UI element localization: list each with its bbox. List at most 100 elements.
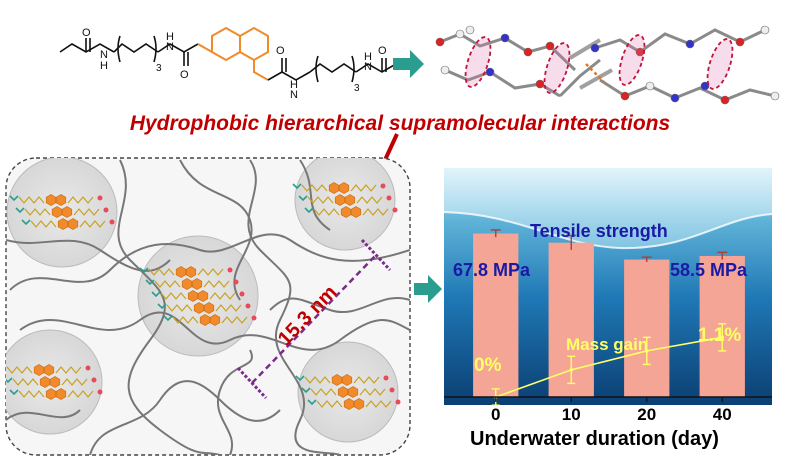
arrow-to-chart-icon <box>414 275 442 303</box>
urethane-endgroup <box>251 315 257 321</box>
crystal-atoms <box>435 25 780 105</box>
left-urethane-chain <box>157 43 199 53</box>
mass-gain-series <box>491 323 727 406</box>
crystal-atom <box>535 79 545 89</box>
right-bracket-open <box>315 55 319 83</box>
naphthalene-hexagon <box>350 206 362 218</box>
alkyl-tail <box>209 292 236 300</box>
alkyl-tail <box>67 196 94 204</box>
naphthalene-hexagon <box>343 398 355 410</box>
alkyl-tail <box>6 366 33 374</box>
polymer-network-panel: 15.3 nm <box>5 157 411 456</box>
naphthalene-hexagon <box>39 376 51 388</box>
naphthalene-hexagon <box>51 206 63 218</box>
naphthalene-hexagon <box>353 398 365 410</box>
first-strength-label: 67.8 MPa <box>453 260 531 280</box>
right-bracket-close <box>351 55 355 83</box>
naphthalene-hexagon <box>181 278 193 290</box>
naphthalene-hexagon <box>193 302 205 314</box>
crystal-atom <box>440 65 450 75</box>
alkyl-tail <box>154 280 181 288</box>
x-axis-label: Underwater duration (day) <box>470 428 719 450</box>
alkyl-tail <box>160 292 187 300</box>
polymer-chain <box>247 159 341 455</box>
naphthalene-hexagon <box>45 194 57 206</box>
molecule-structure <box>59 26 397 83</box>
crystal-atom <box>523 47 533 57</box>
naphthalene-hexagon <box>57 218 69 230</box>
carbamate-endgroup <box>145 279 155 286</box>
urethane-endgroup <box>392 207 398 213</box>
alkyl-tail <box>301 184 328 192</box>
crystal-atom <box>670 93 680 103</box>
alkyl-tail <box>359 388 386 396</box>
alkyl-tail <box>362 208 389 216</box>
alkyl-tail <box>313 208 340 216</box>
naphthalene-hexagon <box>347 386 359 398</box>
x-tick-label: 10 <box>562 405 581 424</box>
naphthalene-hexagon <box>61 206 73 218</box>
carbamate-endgroup <box>307 399 317 406</box>
urethane-endgroup <box>85 365 91 371</box>
pi-stacking-dash <box>585 63 605 83</box>
alkyl-tail <box>166 304 193 312</box>
crystal-atom <box>700 81 710 91</box>
urethane-endgroup <box>97 195 103 201</box>
urethane-endgroup <box>380 183 386 189</box>
urethane-endgroup <box>395 399 401 405</box>
molecule-atoms: N H O 3 H N O O H N 3 H N O <box>82 27 387 101</box>
domain-contents <box>6 182 401 410</box>
alkyl-tail <box>350 184 377 192</box>
crystal-naphthalene-stack <box>568 38 613 90</box>
polymer-chain <box>117 159 221 455</box>
carbamate-endgroup <box>6 365 7 372</box>
polymer-chain <box>299 159 331 231</box>
polymer-chain <box>89 380 281 455</box>
naphthalene-hexagon <box>45 388 57 400</box>
mass-gain-point <box>644 349 649 353</box>
alkyl-tail <box>24 208 51 216</box>
crystal-atom <box>455 29 465 39</box>
urethane-endgroup <box>233 279 239 285</box>
hbond-ellipse-2 <box>543 42 571 94</box>
alkyl-tail <box>79 220 106 228</box>
subscript-right: 3 <box>354 83 360 94</box>
left-alkyl-chain <box>113 42 159 53</box>
polymer-chain <box>217 349 253 455</box>
crystal-atom <box>435 37 445 47</box>
carbamate-endgroup <box>163 315 173 322</box>
atom-h-3: H <box>290 79 298 91</box>
polymer-chain <box>179 159 253 301</box>
atom-o-2: O <box>180 69 189 81</box>
spacing-tick-start <box>236 366 268 400</box>
naphthalene-hexagon <box>328 182 340 194</box>
figure-heading: Hydrophobic hierarchical supramolecular … <box>129 112 671 135</box>
subscript-left: 3 <box>156 63 162 74</box>
crystal-atom <box>760 25 770 35</box>
carbamate-endgroup <box>304 207 314 214</box>
alkyl-tail <box>356 196 383 204</box>
crystal-atom <box>770 91 780 101</box>
naphthalene-hexagon <box>334 194 346 206</box>
hbond-ellipse-1 <box>464 36 492 88</box>
naphthalene-hexagon <box>337 386 349 398</box>
strength-bars <box>473 229 745 397</box>
spacing-tick-end <box>360 238 392 272</box>
mass-gain-label: Mass gain <box>566 335 649 354</box>
urethane-endgroup <box>227 267 233 273</box>
urethane-endgroup <box>97 389 103 395</box>
x-tick-label: 0 <box>491 405 500 424</box>
crystal-packing <box>435 25 780 105</box>
naphthalene-hexagon <box>67 218 79 230</box>
naphthalene-hexagon <box>55 388 67 400</box>
naphthalene-hexagon <box>340 206 352 218</box>
alkyl-tail <box>12 378 39 386</box>
urethane-endgroup <box>386 195 392 201</box>
carbamate-endgroup <box>139 267 149 274</box>
strength-bar <box>624 259 670 397</box>
urethane-endgroup <box>245 303 251 309</box>
atom-o-3: O <box>276 45 285 57</box>
arrow-to-crystal-icon <box>393 50 424 78</box>
atom-n-1: N <box>100 49 108 61</box>
